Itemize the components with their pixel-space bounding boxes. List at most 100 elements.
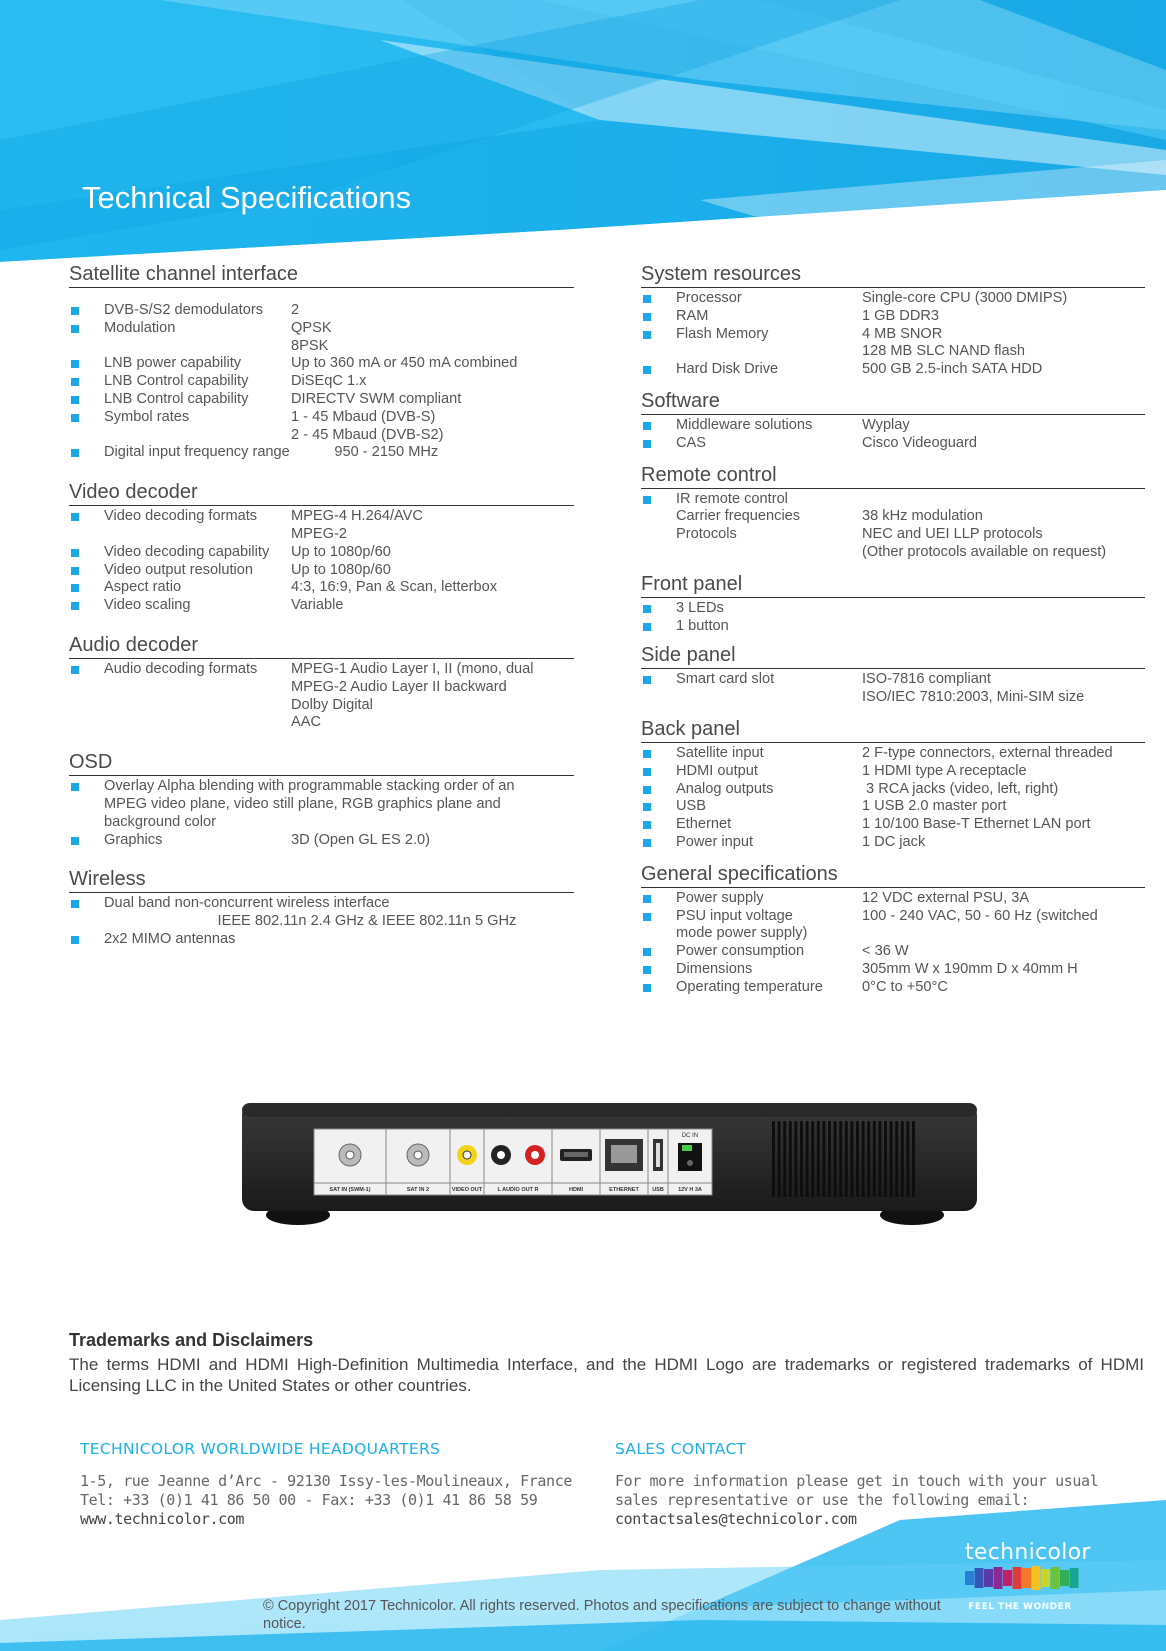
spec-text: 2x2 MIMO antennas (104, 930, 236, 947)
spec-label: Power consumption (676, 943, 805, 960)
spec-text: Dual band non-concurrent wireless interf… (104, 895, 390, 912)
spec-row: RAM 1 GB DDR3 (641, 308, 1145, 326)
spec-label: Graphics (104, 831, 163, 848)
bullet-spacer (641, 343, 676, 361)
spec-value: MPEG-2 Audio Layer II backward (291, 678, 507, 695)
port-label: SAT IN (SWM-1) (329, 1187, 370, 1193)
spec-value: 1 GB DDR3 (862, 307, 940, 324)
vent-slot (867, 1121, 871, 1197)
bullet-square-icon (641, 890, 676, 908)
bullet-square-icon (69, 508, 104, 526)
spec-row: Analog outputs 3 RCA jacks (video, left,… (641, 781, 1145, 799)
sales-block: For more information please get in touch… (615, 1472, 1135, 1529)
bullet-square-icon (641, 961, 676, 979)
spec-row: AAC (69, 714, 574, 732)
bullet-square-icon (69, 355, 104, 373)
bullet-square-icon (69, 444, 104, 462)
spec-value: 1 10/100 Base-T Ethernet LAN port (862, 816, 1091, 833)
spec-value: DiSEqC 1.x (291, 373, 367, 390)
vent-slot (772, 1121, 775, 1197)
spec-value: 38 kHz modulation (862, 508, 983, 525)
spec-value: AAC (291, 714, 322, 731)
spec-label (104, 714, 291, 732)
bullet-square-icon (641, 781, 676, 799)
banner-graphic (0, 0, 1166, 270)
port-label: USB (652, 1187, 664, 1193)
header-banner (0, 0, 1166, 270)
spec-label: Symbol rates (104, 408, 190, 425)
spec-label: Power supply (676, 889, 764, 906)
spec-row: Digital input frequency range 950 - 2150… (69, 444, 574, 462)
spec-value: 4:3, 16:9, Pan & Scan, letterbox (291, 579, 498, 596)
bullet-square-icon (69, 391, 104, 409)
logo-color-bar (1022, 1568, 1031, 1588)
spec-text: IEEE 802.11n 2.4 GHz & IEEE 802.11n 5 GH… (104, 913, 517, 930)
bullet-square-icon (641, 745, 676, 763)
spec-row: LNB Control capability DiSEqC 1.x (69, 373, 574, 391)
spec-value: DIRECTV SWM compliant (291, 390, 462, 407)
bullet-square-icon (641, 290, 676, 308)
spec-label (676, 343, 862, 361)
spec-value: MPEG-1 Audio Layer I, II (mono, dual (291, 660, 534, 677)
spec-row: (Other protocols available on request) (641, 544, 1145, 562)
vent-slot (895, 1121, 899, 1197)
sales-email-link[interactable]: contactsales@technicolor.com (615, 1510, 857, 1528)
vent-slot (856, 1121, 859, 1197)
spec-label: LNB power capability (104, 355, 242, 372)
bullet-square-icon (641, 326, 676, 344)
spec-text: Overlay Alpha blending with programmable… (104, 778, 515, 795)
spec-value: 2 - 45 Mbaud (DVB-S2) (291, 426, 444, 443)
spec-label: LNB Control capability (104, 373, 249, 390)
bullet-square-icon (641, 361, 676, 379)
bullet-square-icon (641, 417, 676, 435)
spec-label: Operating temperature (676, 978, 823, 995)
spec-value: Dolby Digital (291, 696, 373, 713)
vent-slot (878, 1121, 882, 1197)
spec-row: 1 button (641, 618, 1145, 636)
vent-slot (900, 1121, 904, 1197)
spec-label: USB (676, 798, 707, 815)
spec-row: 3 LEDs (641, 600, 1145, 618)
spec-label: Processor (676, 290, 742, 306)
vent-slot (800, 1121, 803, 1197)
logo-color-bar (1041, 1569, 1050, 1587)
spec-text: Digital input frequency range 950 - 2150… (104, 444, 439, 461)
logo-color-bar (1050, 1567, 1060, 1589)
headquarters-block: 1-5, rue Jeanne d’Arc - 92130 Issy-les-M… (80, 1472, 600, 1529)
sales-text: For more information please get in touch… (615, 1472, 1099, 1509)
trademarks-title: Trademarks and Disclaimers (69, 1330, 314, 1350)
spec-label: HDMI output (676, 762, 758, 779)
logo-color-bar (1060, 1570, 1069, 1586)
website-link[interactable]: www.technicolor.com (80, 1510, 244, 1528)
bullet-square-icon (641, 763, 676, 781)
bullet-square-icon (641, 308, 676, 326)
footer-graphic (0, 1500, 1166, 1651)
vent-slot (889, 1121, 893, 1197)
spec-value: Cisco Videoguard (862, 434, 977, 451)
spec-label: Aspect ratio (104, 579, 182, 596)
spec-value: (Other protocols available on request) (862, 543, 1107, 560)
bullet-square-icon (69, 320, 104, 338)
bullet-square-icon (641, 600, 676, 618)
spec-label: IR remote control (676, 490, 788, 507)
spec-label: Satellite input (676, 744, 764, 761)
spec-label: Middleware solutions (676, 416, 813, 433)
spec-row: IR remote control (641, 491, 1145, 509)
spec-label: RAM (676, 307, 709, 324)
bullet-spacer (69, 714, 104, 732)
spec-label (104, 427, 291, 445)
spec-label: Video scaling (104, 597, 191, 614)
